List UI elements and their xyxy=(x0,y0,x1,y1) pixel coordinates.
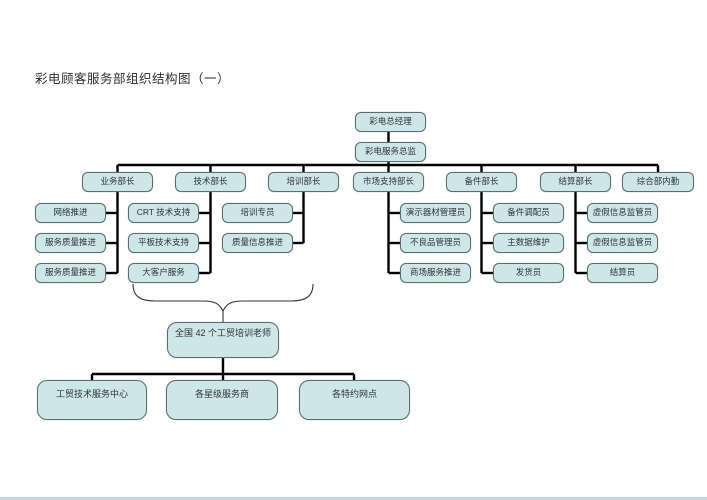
node-label: 备件部长 xyxy=(464,176,499,187)
node-crt-support: CRT 技术支持 xyxy=(128,203,199,223)
node-parts-manager: 备件部长 xyxy=(446,172,517,192)
node-admin-office: 综合部内勤 xyxy=(622,172,694,192)
node-training-manager: 培训部长 xyxy=(268,172,339,192)
node-label: 大客户服务 xyxy=(142,267,185,278)
node-label: 不良品管理员 xyxy=(409,237,461,248)
node-parts-dispatcher: 备件调配员 xyxy=(493,203,564,223)
node-label: 平板技术支持 xyxy=(137,237,189,248)
node-false-info-supervisor-1: 虚假信息监管员 xyxy=(587,203,658,223)
node-label: 工贸技术服务中心 xyxy=(55,389,128,399)
node-label: 培训专员 xyxy=(240,207,275,218)
node-network-promotion: 网络推进 xyxy=(35,203,106,223)
node-settlement-manager: 结算部长 xyxy=(540,172,611,192)
node-shipping-clerk: 发货员 xyxy=(493,263,564,283)
node-service-director: 彩电服务总监 xyxy=(355,142,426,162)
node-label: 结算员 xyxy=(609,267,636,278)
node-label: 发货员 xyxy=(515,267,542,278)
node-business-manager: 业务部长 xyxy=(82,172,153,192)
node-label: 演示器材管理员 xyxy=(405,207,466,218)
node-demo-equipment-admin: 演示器材管理员 xyxy=(400,203,471,223)
node-tech-manager: 技术部长 xyxy=(175,172,246,192)
page-bottom-edge xyxy=(0,497,707,500)
node-store-service-promotion: 商场服务推进 xyxy=(400,263,471,283)
brace-curve xyxy=(132,283,314,322)
node-label: 全国 42 个工贸培训老师 xyxy=(174,328,271,338)
node-label: 主数据维护 xyxy=(507,237,550,248)
node-label: 虚假信息监管员 xyxy=(592,207,653,218)
node-general-manager: 彩电总经理 xyxy=(355,112,426,132)
node-training-specialist: 培训专员 xyxy=(222,203,293,223)
node-star-service-providers: 各星级服务商 xyxy=(166,380,278,420)
node-defective-goods-admin: 不良品管理员 xyxy=(400,233,471,253)
node-label: 技术部长 xyxy=(193,176,228,187)
node-label: 虚假信息监管员 xyxy=(592,237,653,248)
node-service-quality-1: 服务质量推进 xyxy=(35,233,106,253)
node-national-trainers: 全国 42 个工贸培训老师 xyxy=(167,322,279,358)
node-label: 综合部内勤 xyxy=(636,176,680,187)
node-key-account-service: 大客户服务 xyxy=(128,263,199,283)
node-label: 服务质量推进 xyxy=(44,267,96,278)
node-tech-service-center: 工贸技术服务中心 xyxy=(37,380,147,420)
node-label: 结算部长 xyxy=(558,176,593,187)
node-label: 彩电服务总监 xyxy=(364,146,416,157)
node-label: 质量信息推进 xyxy=(231,237,283,248)
node-label: CRT 技术支持 xyxy=(136,207,191,218)
node-label: 培训部长 xyxy=(286,176,321,187)
node-label: 备件调配员 xyxy=(507,207,550,218)
node-panel-support: 平板技术支持 xyxy=(128,233,199,253)
node-franchise-outlets: 各特约网点 xyxy=(299,380,410,420)
tree-connectors xyxy=(90,131,660,380)
node-label: 网络推进 xyxy=(53,207,88,218)
node-label: 市场支持部长 xyxy=(362,176,414,187)
node-label: 各星级服务商 xyxy=(194,389,249,399)
node-label: 服务质量推进 xyxy=(44,237,96,248)
node-label: 彩电总经理 xyxy=(369,116,412,127)
node-label: 业务部长 xyxy=(100,176,135,187)
node-label: 商场服务推进 xyxy=(409,267,461,278)
node-false-info-supervisor-2: 虚假信息监管员 xyxy=(587,233,658,253)
node-label: 各特约网点 xyxy=(331,389,377,399)
node-service-quality-2: 服务质量推进 xyxy=(35,263,106,283)
node-market-support-manager: 市场支持部长 xyxy=(353,172,424,192)
node-settlement-clerk: 结算员 xyxy=(587,263,658,283)
page-title: 彩电顾客服务部组织结构图（一） xyxy=(35,72,231,86)
node-master-data-maintenance: 主数据维护 xyxy=(493,233,564,253)
node-quality-info-promotion: 质量信息推进 xyxy=(222,233,293,253)
